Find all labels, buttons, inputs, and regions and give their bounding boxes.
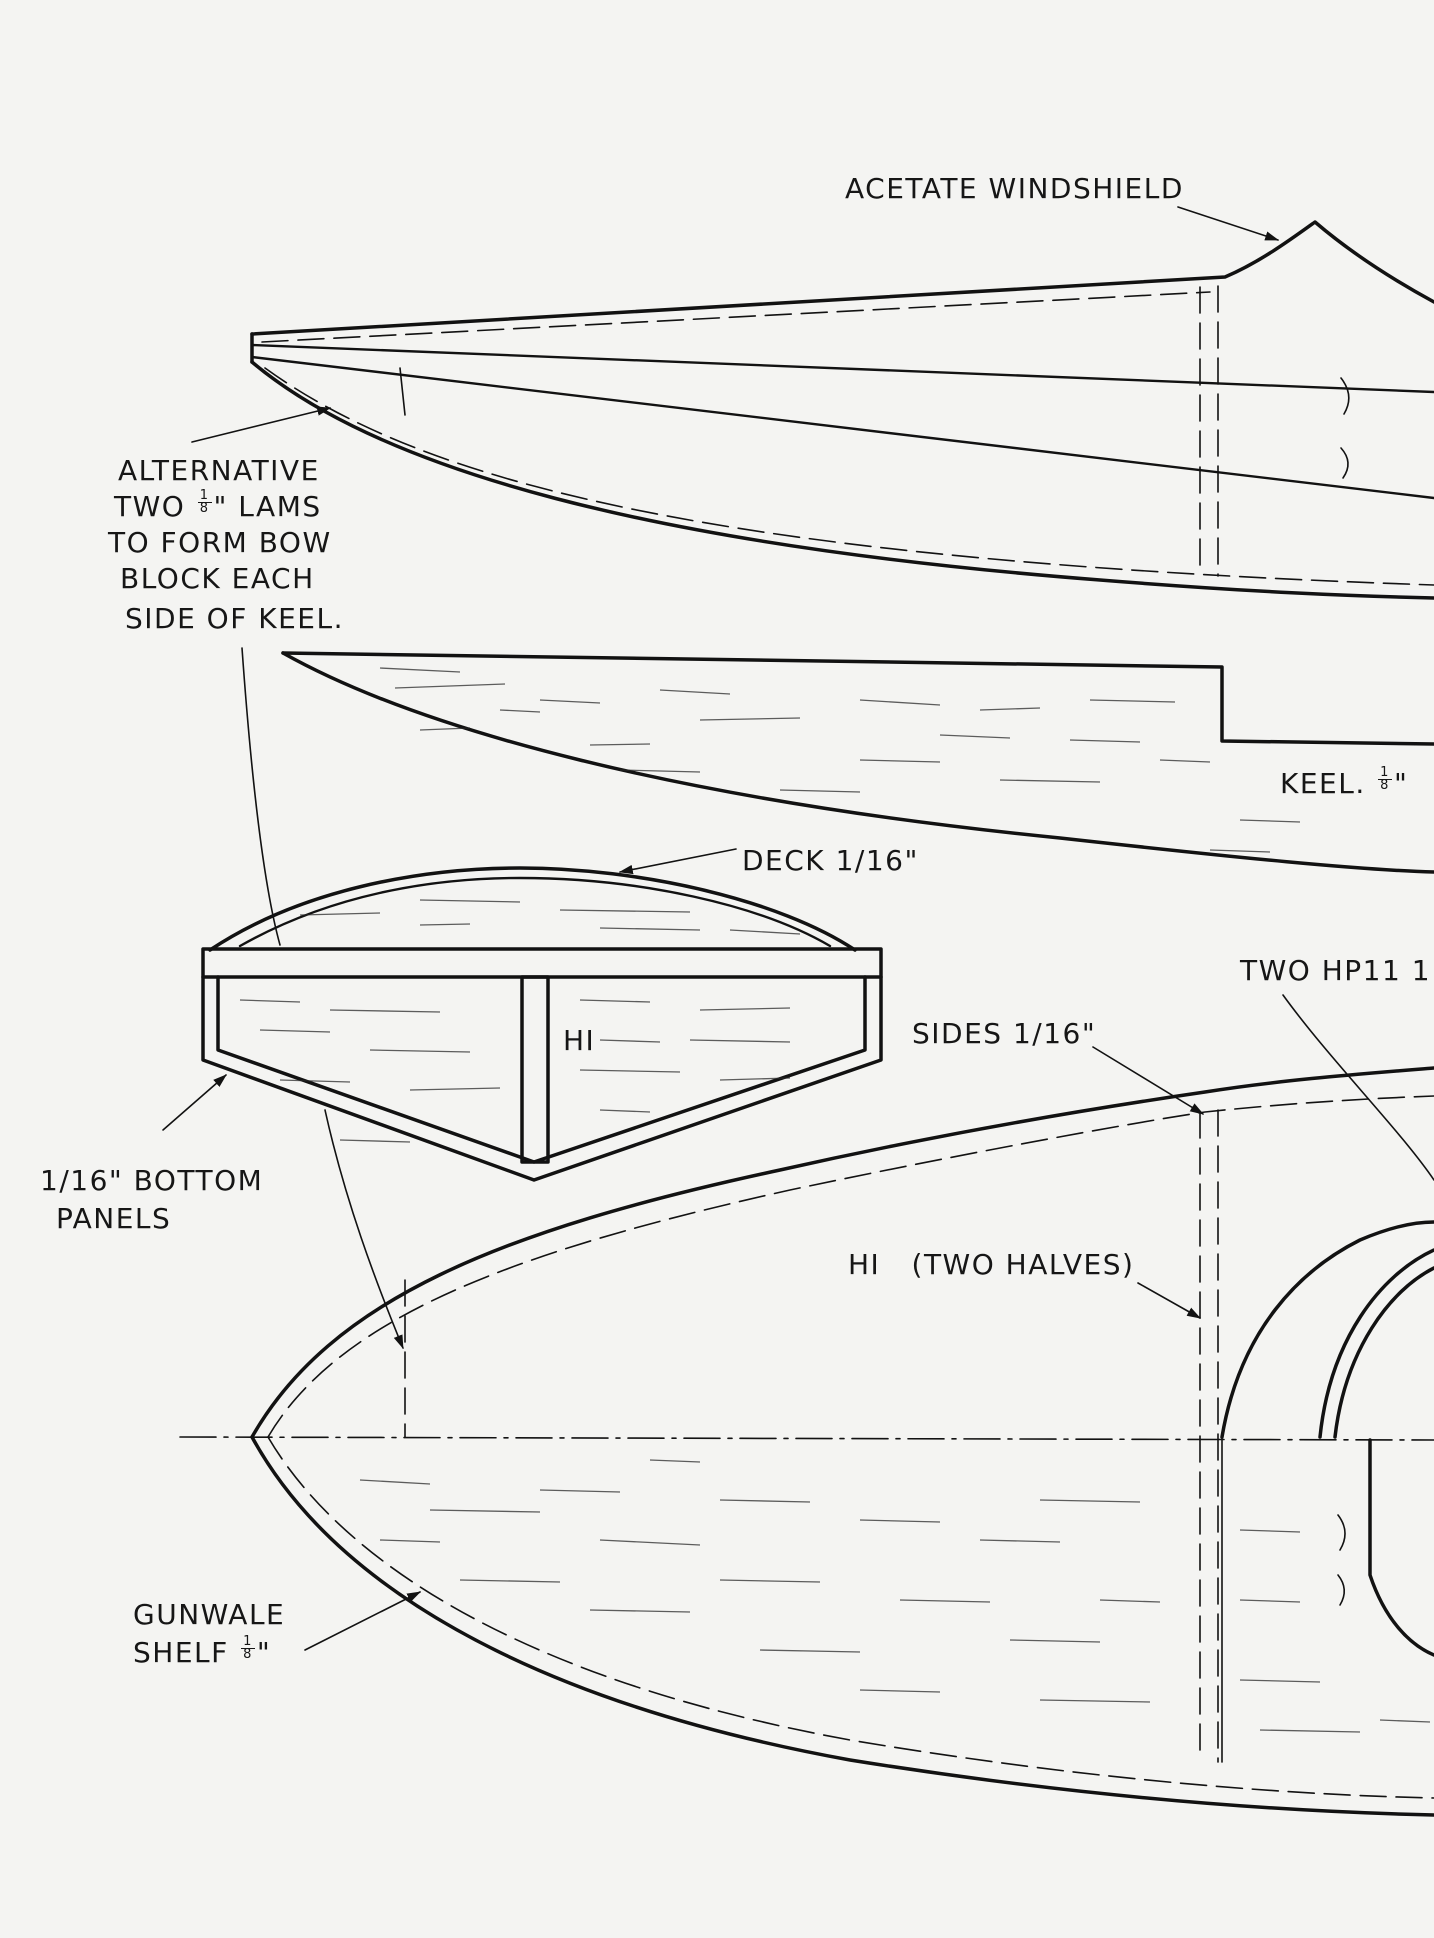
gunwale-upper-inner <box>267 1095 1434 1438</box>
deck-curve-outer <box>208 866 857 952</box>
label-alternative-line4: BLOCK EACH <box>120 562 315 595</box>
label-bottom-panels-line2: PANELS <box>56 1202 172 1235</box>
plan-pencil-mark-2 <box>1337 1574 1346 1606</box>
deck-curve-inner <box>238 876 832 948</box>
label-alternative-two: TWO <box>114 490 186 523</box>
chine-line-upper <box>250 343 1434 394</box>
sheer-line <box>250 220 1434 336</box>
fraction-num: 1 <box>241 1634 255 1649</box>
keel-top-edge <box>281 651 1434 746</box>
section-outline <box>201 975 883 1182</box>
keel-profile <box>281 651 1434 874</box>
chine-line-lower <box>250 355 1434 500</box>
fraction-den: 8 <box>1380 778 1390 793</box>
label-alternative-line3: TO FORM BOW <box>108 526 332 559</box>
leader-h1-bow <box>324 1109 404 1350</box>
label-sides: SIDES 1/16" <box>912 1017 1097 1050</box>
fraction-den: 8 <box>199 501 210 516</box>
cockpit-lower <box>1368 1438 1434 1657</box>
fraction-num: 1 <box>1378 765 1392 780</box>
label-alternative-line1: ALTERNATIVE <box>118 454 320 487</box>
leader-windshield <box>1177 206 1280 241</box>
label-deck: DECK 1/16" <box>742 844 919 877</box>
label-keel-text: KEEL. <box>1280 767 1366 800</box>
keel-bottom-edge <box>281 651 1434 874</box>
side-elevation <box>250 220 1434 600</box>
plan-pencil-mark-1 <box>1337 1514 1346 1551</box>
label-gunwale-line1: GUNWALE <box>133 1598 286 1631</box>
pencil-mark-2 <box>1340 447 1349 479</box>
leader-h1-halves <box>1137 1282 1202 1319</box>
pencil-mark-1 <box>1340 377 1350 415</box>
label-h1-section: HI <box>563 1024 596 1057</box>
center-line <box>179 1436 1434 1441</box>
gunwale-lower-inner <box>267 1436 1434 1799</box>
label-alternative-lams: " LAMS <box>213 490 322 523</box>
leader-alternative <box>191 406 332 443</box>
plan-view <box>179 1066 1434 1817</box>
leader-deck <box>618 848 737 875</box>
hull-bottom-line <box>250 360 1434 600</box>
leader-lines <box>162 206 1434 1651</box>
frame-h1-post <box>520 975 550 1164</box>
cockpit-arc-inner-2 <box>1333 1266 1434 1439</box>
cockpit-arc-inner-1 <box>1318 1248 1434 1439</box>
leader-alternative-down <box>241 647 281 946</box>
bottom-inner-line <box>264 367 1434 586</box>
label-h1-two-halves: HI (TWO HALVES) <box>848 1248 1135 1281</box>
leader-two-hp <box>1282 994 1434 1181</box>
cockpit-arc-outer <box>1220 1220 1434 1439</box>
label-gunwale-suffix: " <box>256 1636 272 1669</box>
label-acetate-windshield: ACETATE WINDSHIELD <box>845 172 1184 205</box>
deck-beam <box>201 947 883 979</box>
label-keel-suffix: " <box>1393 767 1409 800</box>
leader-sides <box>1092 1046 1204 1115</box>
plan-sheer-lower <box>250 1435 1434 1817</box>
fraction-den: 8 <box>243 1647 253 1662</box>
section-inner <box>216 975 867 1164</box>
leader-bottom-panels <box>162 1074 227 1131</box>
label-bottom-panels-line1: 1/16" BOTTOM <box>40 1164 264 1197</box>
cross-section <box>201 866 883 1182</box>
deck-inner-line <box>261 291 1211 343</box>
plan-sheer-upper <box>250 1066 1434 1439</box>
lam-mark <box>399 367 406 416</box>
label-gunwale-shelf: SHELF <box>133 1636 229 1669</box>
label-alternative-line5: SIDE OF KEEL. <box>125 602 344 635</box>
fraction-num: 1 <box>197 488 212 503</box>
label-two-hp11: TWO HP11 1 <box>1240 954 1432 987</box>
leader-gunwale <box>304 1591 422 1651</box>
